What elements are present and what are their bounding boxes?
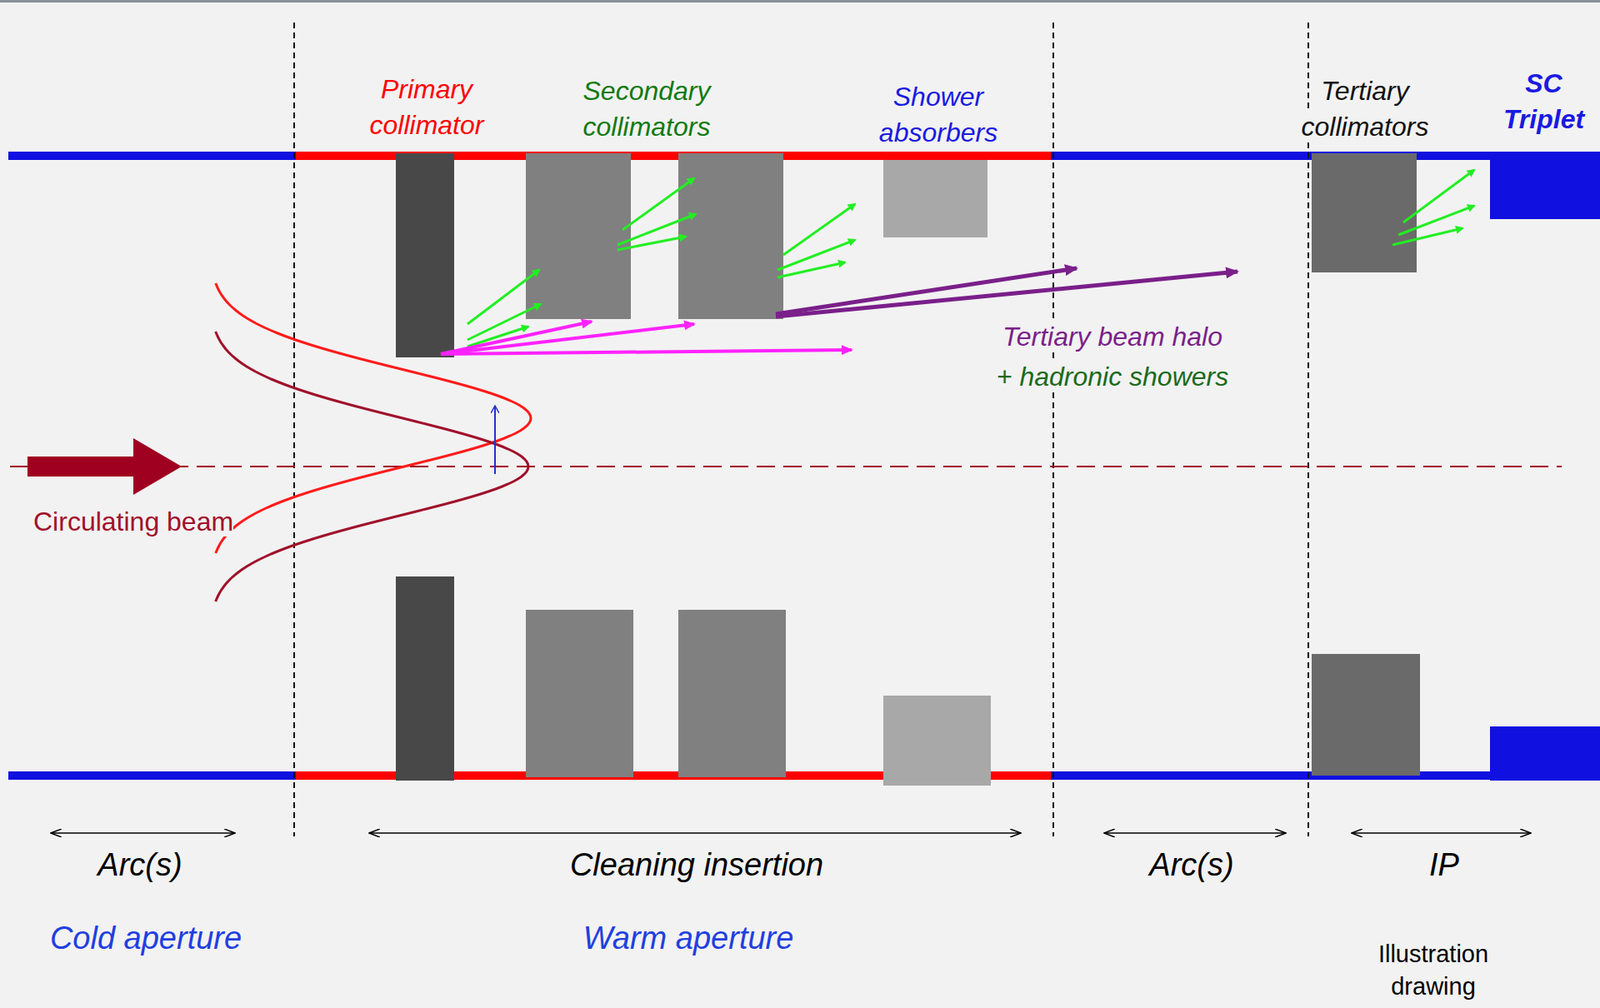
label-text: Warm aperture xyxy=(583,920,795,956)
note-label: Illustration drawing xyxy=(1350,938,1517,1003)
label-text: Arc(s) xyxy=(1149,847,1234,883)
beam-profile xyxy=(215,283,531,554)
collimator-jaws xyxy=(395,153,1600,786)
label-text: Arc(s) xyxy=(97,847,182,883)
label-text: + hadronic showers xyxy=(996,361,1229,392)
beam-profile xyxy=(215,331,529,602)
aperture-label: Warm aperture xyxy=(521,917,855,960)
component-label: Shower absorbers xyxy=(863,79,1014,150)
component-label: Tertiary collimators xyxy=(1285,73,1445,145)
component-label: Secondary collimators xyxy=(563,73,730,145)
component-label: SC Triplet xyxy=(1491,65,1596,137)
label-text: IP xyxy=(1429,847,1460,883)
section-label: Arc(s) xyxy=(56,844,224,887)
label-text: Tertiary collimators xyxy=(1301,75,1430,142)
extent-bracket xyxy=(50,832,1531,835)
label-text: Shower absorbers xyxy=(879,81,998,148)
label-text: Circulating beam xyxy=(33,506,234,537)
label-text: Secondary collimators xyxy=(583,75,711,142)
beam-direction-arrow xyxy=(27,438,182,495)
hadronic-shower xyxy=(467,170,1475,347)
label-text: Cleaning insertion xyxy=(570,847,824,883)
orbit-shift-arrow xyxy=(494,406,496,475)
beam-label: Circulating beam xyxy=(33,504,284,540)
tertiary-halo xyxy=(775,268,1238,317)
beam-pipe xyxy=(8,151,1600,780)
component-label: Primary collimator xyxy=(343,71,510,143)
secondary-halo xyxy=(440,321,852,355)
beam-axis xyxy=(10,465,1562,468)
label-text: SC Triplet xyxy=(1503,68,1585,135)
aperture-label: Cold aperture xyxy=(20,917,271,960)
label-text: Primary collimator xyxy=(370,74,485,140)
section-label: IP xyxy=(1360,844,1528,887)
halo-label: + hadronic showers xyxy=(945,359,1280,395)
label-text: Cold aperture xyxy=(50,920,242,956)
section-label: Arc(s) xyxy=(1108,844,1275,887)
label-text: Illustration drawing xyxy=(1378,940,1489,1000)
section-label: Cleaning insertion xyxy=(480,844,914,887)
frame-edge xyxy=(0,0,1600,3)
halo-label: Tertiary beam halo xyxy=(945,319,1280,355)
label-text: Tertiary beam halo xyxy=(1002,321,1223,352)
